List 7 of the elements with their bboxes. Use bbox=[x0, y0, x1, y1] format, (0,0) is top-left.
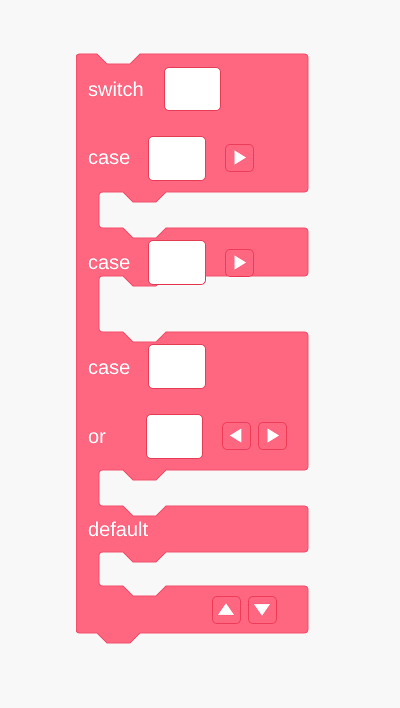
block-keyword: case bbox=[88, 356, 130, 380]
block-keyword: switch bbox=[88, 78, 144, 102]
block-keyword: default bbox=[88, 518, 148, 542]
block-keyword: case bbox=[88, 146, 130, 170]
switch-block bbox=[76, 52, 309, 646]
block-keyword: case bbox=[88, 251, 130, 275]
block-keyword: or bbox=[88, 425, 106, 449]
